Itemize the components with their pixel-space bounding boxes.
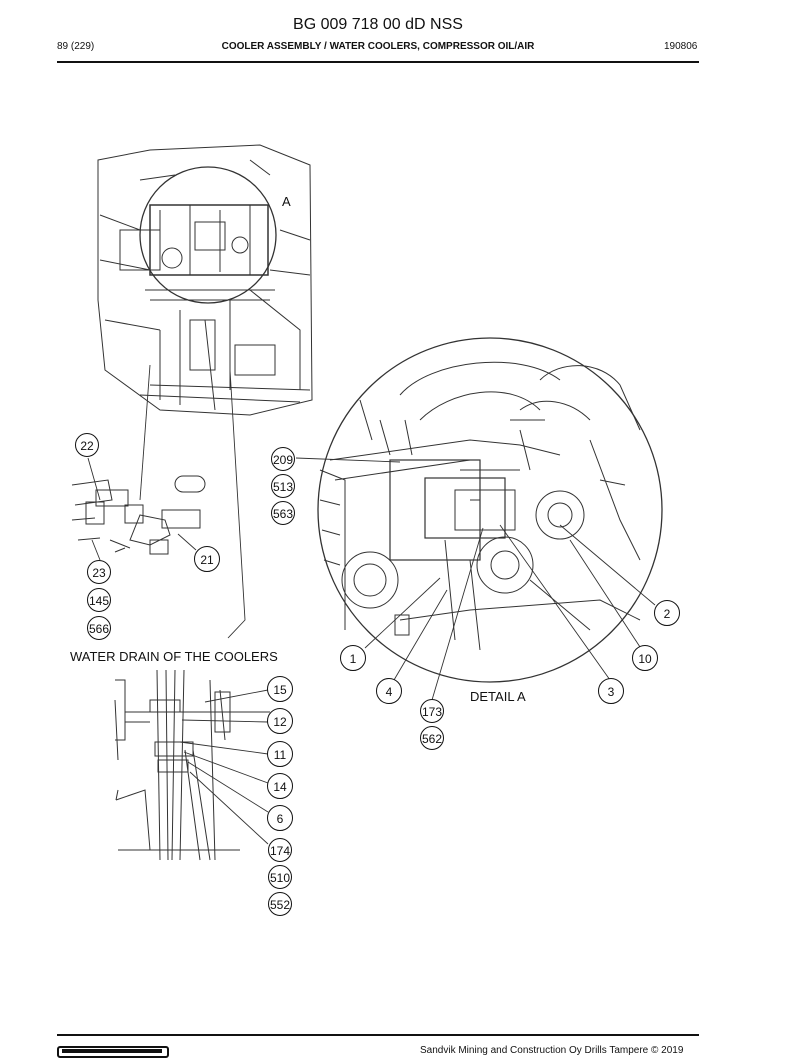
callout-14: 14: [267, 773, 293, 799]
callout-145: 145: [87, 588, 111, 612]
manufacturer-logo: [57, 1046, 169, 1058]
callout-4: 4: [376, 678, 402, 704]
callout-510: 510: [268, 865, 292, 889]
callout-209: 209: [271, 447, 295, 471]
callout-1: 1: [340, 645, 366, 671]
drain-caption: WATER DRAIN OF THE COOLERS: [70, 649, 278, 664]
callout-22: 22: [75, 433, 99, 457]
detail-a-drawing: [317, 337, 663, 683]
callout-2: 2: [654, 600, 680, 626]
detail-caption: DETAIL A: [470, 689, 526, 704]
callout-10: 10: [632, 645, 658, 671]
callout-174: 174: [268, 838, 292, 862]
callout-21: 21: [194, 546, 220, 572]
manufacturer-logo-mark: [62, 1049, 162, 1053]
callout-15: 15: [267, 676, 293, 702]
drain-valve-drawing: [71, 475, 206, 555]
footer-copyright: Sandvik Mining and Construction Oy Drill…: [420, 1045, 684, 1056]
section-title: COOLER ASSEMBLY / WATER COOLERS, COMPRES…: [221, 41, 535, 52]
machine-overview-drawing: [97, 144, 313, 416]
callout-12: 12: [267, 708, 293, 734]
callout-3: 3: [598, 678, 624, 704]
callout-562: 562: [420, 726, 444, 750]
callout-563: 563: [271, 501, 295, 525]
callout-566: 566: [87, 616, 111, 640]
detail-marker: A: [282, 194, 291, 209]
document-title: BG 009 718 00 dD NSS: [293, 16, 463, 33]
callout-513: 513: [271, 474, 295, 498]
callout-173: 173: [420, 699, 444, 723]
footer-rule: [57, 1034, 699, 1036]
callout-11: 11: [267, 741, 293, 767]
callout-23: 23: [87, 560, 111, 584]
header-rule: [57, 61, 699, 63]
page-reference: 89 (229): [57, 41, 95, 52]
callout-6: 6: [267, 805, 293, 831]
water-drain-drawing: [114, 669, 270, 861]
callout-552: 552: [268, 892, 292, 916]
leader-lines: [87, 364, 656, 845]
document-date: 190806: [664, 41, 698, 52]
